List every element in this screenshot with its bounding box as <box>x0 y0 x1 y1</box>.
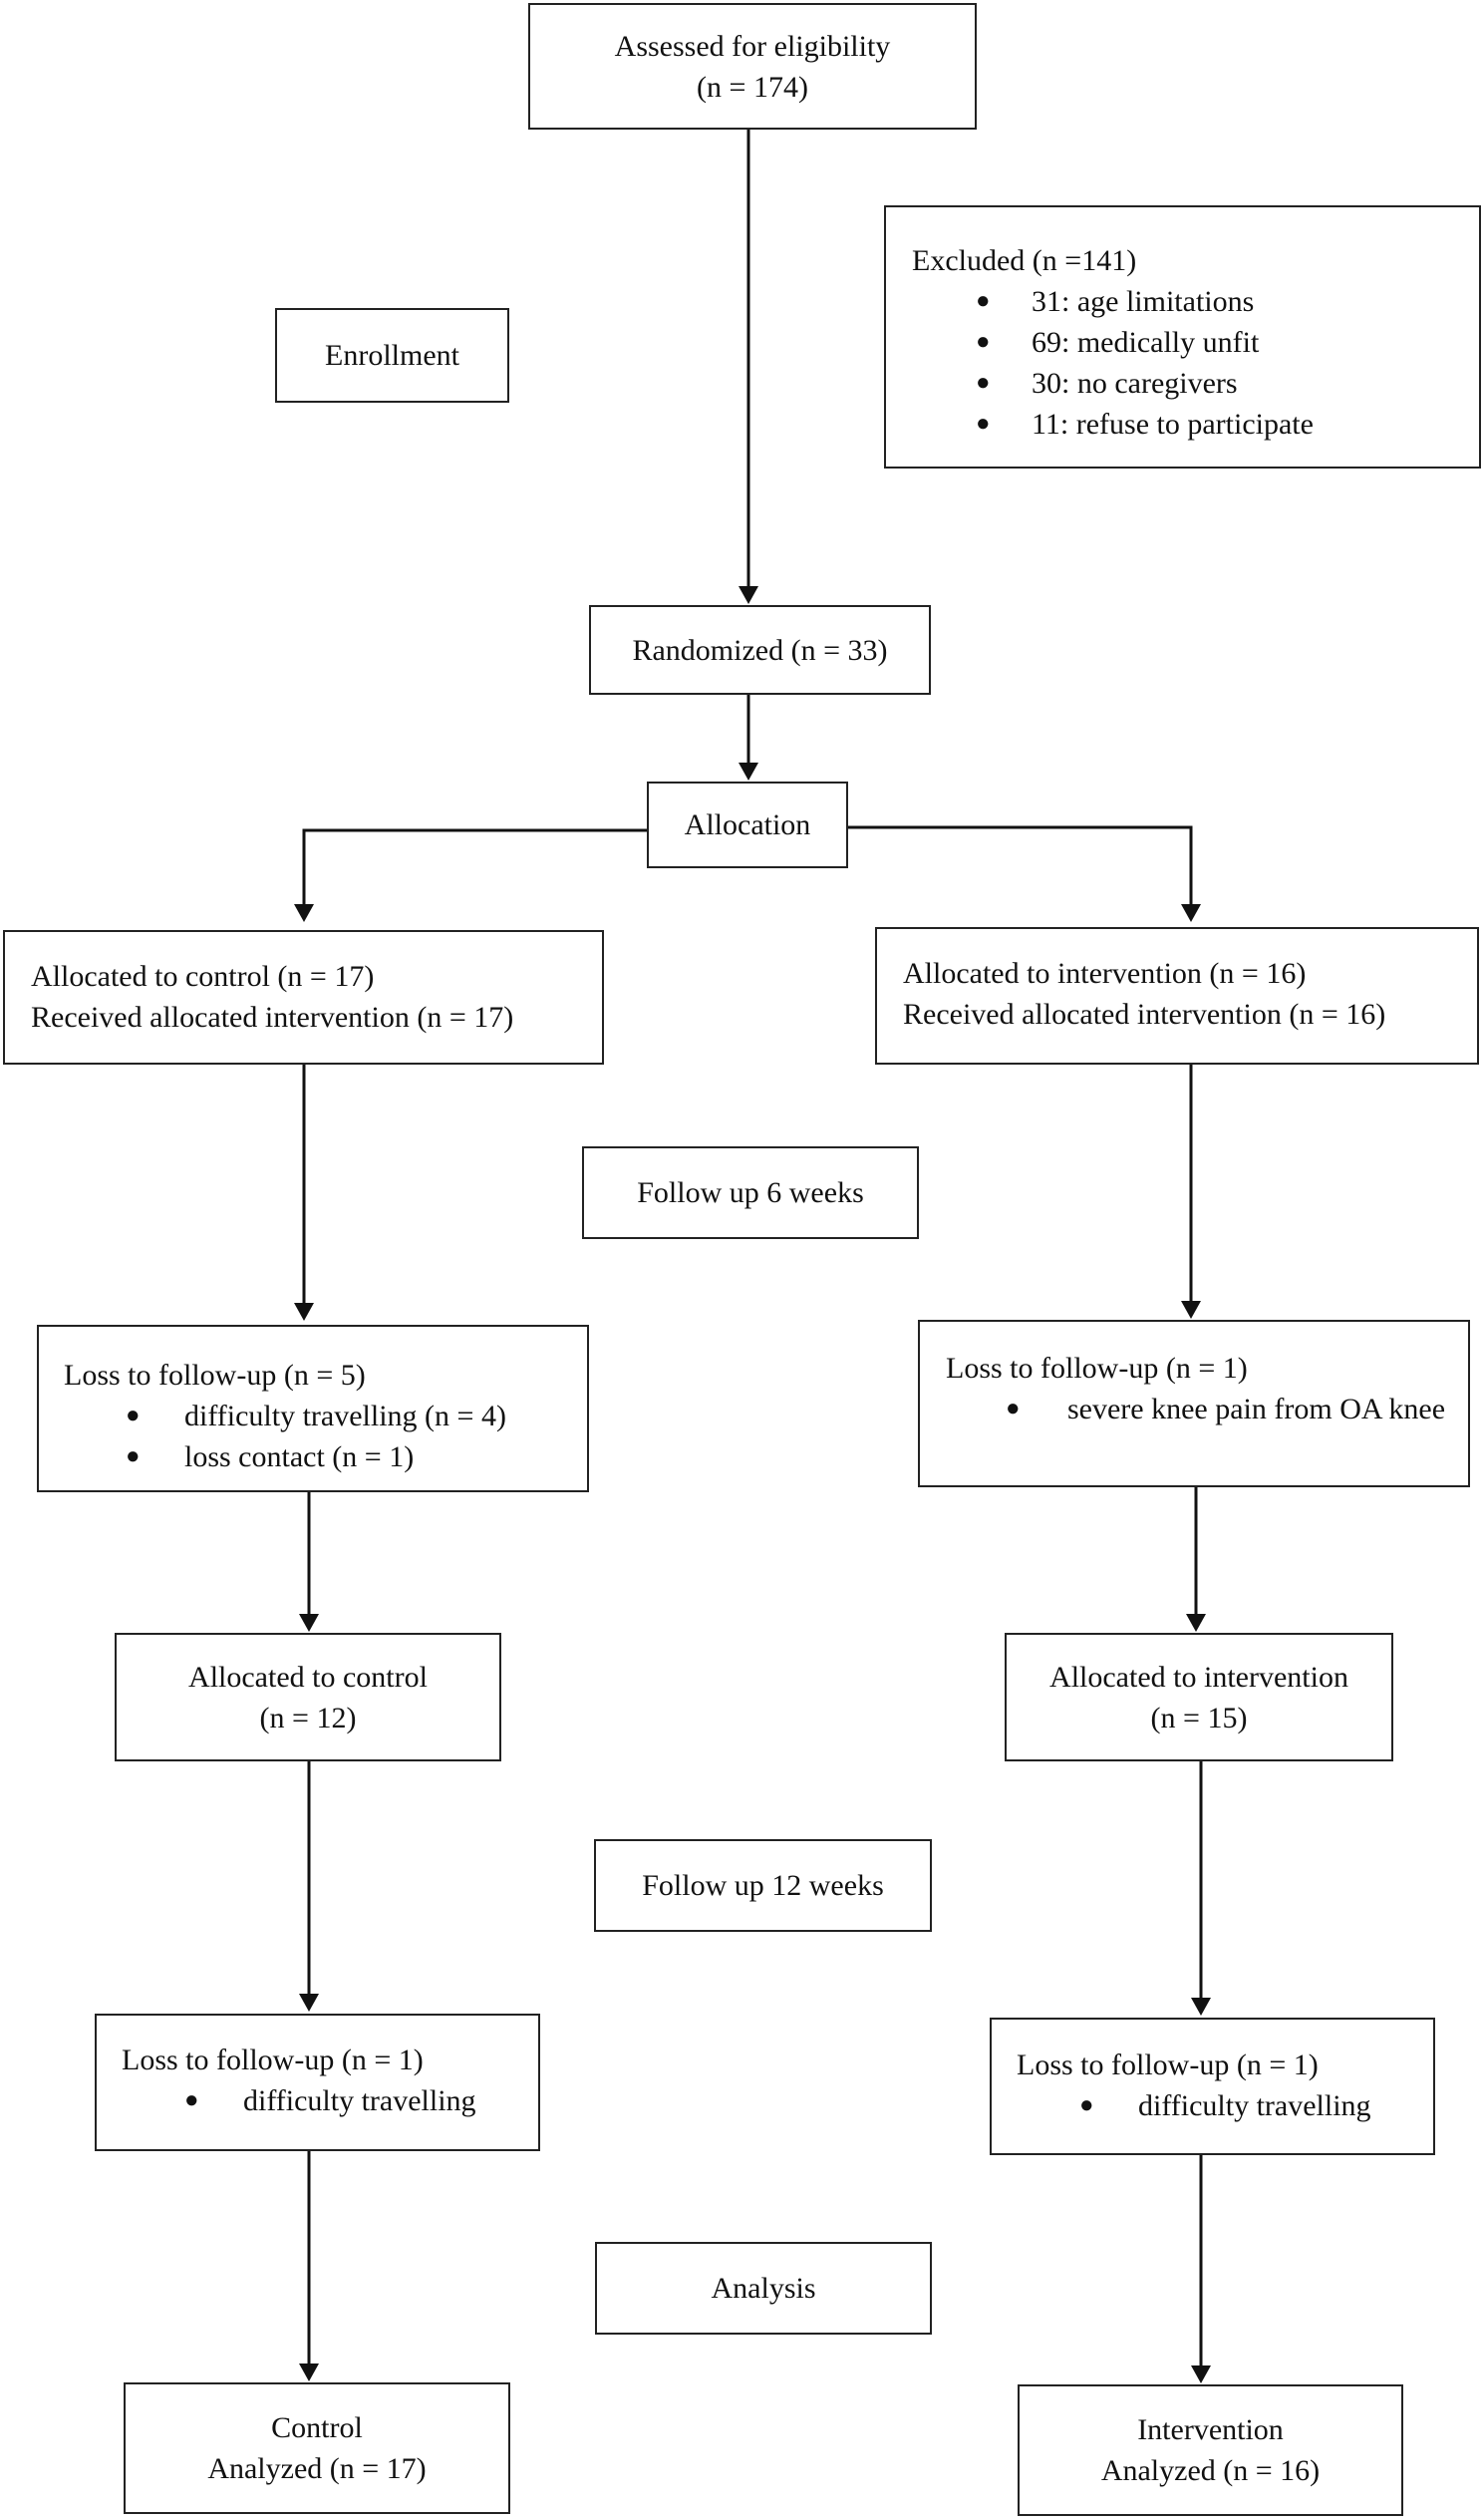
analyzed-control-label: Control <box>271 2411 363 2444</box>
allocated-control-2-label: Allocated to control <box>188 1660 428 1694</box>
allocated-control-2-box: Allocated to control (n = 12) <box>115 1633 501 1761</box>
excluded-title: Excluded (n =141) <box>912 244 1137 277</box>
analyzed-intervention-count: Analyzed (n = 16) <box>1100 2454 1321 2487</box>
loss-intervention-12-list: ●difficulty travelling <box>1017 2085 1433 2126</box>
list-item: ●30: no caregivers <box>976 367 1238 400</box>
allocated-control-box: Allocated to control (n = 17) Received a… <box>3 930 604 1065</box>
list-item: ●difficulty travelling (n = 4) <box>126 1400 506 1432</box>
list-item: ●31: age limitations <box>976 285 1255 318</box>
analyzed-intervention-label: Intervention <box>1137 2413 1284 2446</box>
list-item: ●loss contact (n = 1) <box>126 1440 415 1473</box>
allocated-control-2-count: (n = 12) <box>259 1701 357 1734</box>
excluded-box: Excluded (n =141) ●31: age limitations ●… <box>884 205 1481 469</box>
allocation-label: Allocation <box>684 808 811 841</box>
randomized-label: Randomized (n = 33) <box>632 633 888 667</box>
list-item: ●difficulty travelling <box>184 2084 476 2117</box>
loss-intervention-12-title: Loss to follow-up (n = 1) <box>1017 2048 1319 2081</box>
allocated-intervention-label: Allocated to intervention (n = 16) <box>903 957 1307 990</box>
allocated-intervention-2-count: (n = 15) <box>1150 1701 1248 1734</box>
loss-control-12-box: Loss to follow-up (n = 1) ●difficulty tr… <box>95 2014 540 2151</box>
loss-control-6-title: Loss to follow-up (n = 5) <box>64 1359 366 1392</box>
enrollment-label: Enrollment <box>325 339 459 372</box>
enrollment-box: Enrollment <box>275 308 509 403</box>
analysis-label: Analysis <box>711 2272 816 2305</box>
allocated-control-label: Allocated to control (n = 17) <box>31 960 375 993</box>
received-intervention-label: Received allocated intervention (n = 16) <box>903 998 1386 1031</box>
loss-control-6-box: Loss to follow-up (n = 5) ●difficulty tr… <box>37 1325 589 1492</box>
list-item: ●69: medically unfit <box>976 326 1260 359</box>
loss-intervention-6-title: Loss to follow-up (n = 1) <box>946 1352 1248 1385</box>
analyzed-control-box: Control Analyzed (n = 17) <box>124 2382 510 2514</box>
assessed-box: Assessed for eligibility (n = 174) <box>528 3 977 130</box>
loss-control-6-list: ●difficulty travelling (n = 4) ●loss con… <box>64 1396 587 1477</box>
analyzed-intervention-box: Intervention Analyzed (n = 16) <box>1018 2384 1403 2516</box>
list-item: ●difficulty travelling <box>1079 2089 1371 2122</box>
analyzed-control-count: Analyzed (n = 17) <box>207 2452 427 2485</box>
loss-intervention-6-list: ●severe knee pain from OA knee <box>946 1389 1468 1429</box>
allocated-intervention-2-label: Allocated to intervention <box>1049 1660 1348 1694</box>
followup-12-label: Follow up 12 weeks <box>642 1869 884 1902</box>
followup-6-box: Follow up 6 weeks <box>582 1146 919 1239</box>
allocated-intervention-2-box: Allocated to intervention (n = 15) <box>1005 1633 1393 1761</box>
assessed-count: (n = 174) <box>697 70 808 104</box>
allocated-intervention-box: Allocated to intervention (n = 16) Recei… <box>875 927 1479 1065</box>
list-item: ●severe knee pain from OA knee <box>1006 1393 1446 1425</box>
excluded-list: ●31: age limitations ●69: medically unfi… <box>912 281 1479 445</box>
loss-intervention-12-box: Loss to follow-up (n = 1) ●difficulty tr… <box>990 2018 1435 2155</box>
followup-12-box: Follow up 12 weeks <box>594 1839 932 1932</box>
loss-intervention-6-box: Loss to follow-up (n = 1) ●severe knee p… <box>918 1320 1470 1487</box>
followup-6-label: Follow up 6 weeks <box>637 1176 864 1209</box>
received-control-label: Received allocated intervention (n = 17) <box>31 1001 514 1034</box>
allocation-box: Allocation <box>647 782 848 868</box>
loss-control-12-list: ●difficulty travelling <box>122 2080 538 2121</box>
loss-control-12-title: Loss to follow-up (n = 1) <box>122 2044 424 2076</box>
list-item: ●11: refuse to participate <box>976 408 1314 441</box>
randomized-box: Randomized (n = 33) <box>589 605 931 695</box>
assessed-label: Assessed for eligibility <box>614 29 891 63</box>
analysis-box: Analysis <box>595 2242 932 2335</box>
